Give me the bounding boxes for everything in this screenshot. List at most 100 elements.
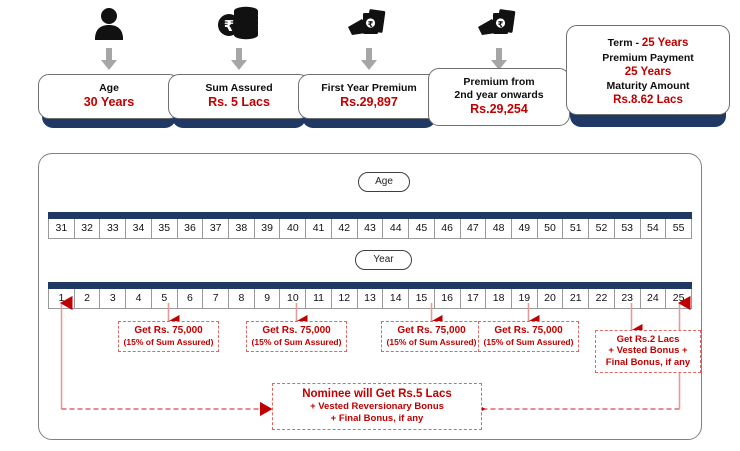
age-cell: 51 <box>563 219 590 238</box>
card-value: Rs. 5 Lacs <box>208 94 270 109</box>
year-cell: 4 <box>126 289 152 308</box>
summary-cards-row: Age 30 Years ₹ <box>0 0 740 145</box>
year-cell: 8 <box>229 289 255 308</box>
down-arrow-icon <box>168 46 310 72</box>
year-cell: 21 <box>563 289 590 308</box>
age-cell: 39 <box>255 219 281 238</box>
payout-callout-year-20: Get Rs. 75,000 (15% of Sum Assured) <box>478 321 579 353</box>
premium-payment-label: Premium Payment <box>602 52 694 64</box>
down-arrow-icon <box>38 46 180 72</box>
premium-payment-value: 25 Years <box>624 66 672 79</box>
age-axis-label: Age <box>358 172 410 192</box>
term-value: 25 Years <box>641 37 689 49</box>
down-arrow-icon <box>298 46 440 72</box>
year-cell: 6 <box>178 289 204 308</box>
age-strip-bar <box>48 212 692 219</box>
year-cell: 25 <box>672 292 685 304</box>
hand-cash-icon: ₹ <box>428 4 570 46</box>
age-cell: 37 <box>203 219 230 238</box>
age-cell: 49 <box>512 219 538 238</box>
age-cell: 45 <box>409 219 435 238</box>
age-cell: 34 <box>126 219 152 238</box>
payout-subtitle: (15% of Sum Assured) <box>251 337 342 347</box>
payout-callout-year-15: Get Rs. 75,000 (15% of Sum Assured) <box>381 321 482 353</box>
year-cell: 1 <box>49 289 75 308</box>
age-cell: 43 <box>358 219 384 238</box>
summary-card-term: Term - 25 Years Premium Payment 25 Years… <box>566 25 730 115</box>
age-cell: 35 <box>152 219 178 238</box>
maturity-label: Maturity Amount <box>606 79 690 92</box>
year-cell: 18 <box>486 289 512 308</box>
year-cell: 3 <box>100 289 127 308</box>
maturity-line-1: Get Rs.2 Lacs <box>616 334 680 345</box>
card-label: First Year Premium <box>321 82 417 94</box>
card-body-age: Age 30 Years <box>38 74 180 120</box>
death-benefit-callout: Nominee will Get Rs.5 Lacs + Vested Reve… <box>272 383 482 431</box>
age-cell: 40 <box>280 219 307 238</box>
svg-text:₹: ₹ <box>368 20 374 29</box>
card-label-line2: 2nd year onwards <box>454 88 544 101</box>
year-cell: 15 <box>409 289 435 308</box>
age-cell: 32 <box>75 219 101 238</box>
age-cell: 44 <box>383 219 410 238</box>
year-cell: 11 <box>306 289 332 308</box>
payout-title: Get Rs. 75,000 <box>397 325 466 336</box>
year-cell: 12 <box>332 289 358 308</box>
card-label-line1: Premium from <box>463 76 535 88</box>
year-cell: 20 <box>538 289 564 308</box>
hand-cash-icon: ₹ <box>298 4 440 46</box>
card-body-sum-assured: Sum Assured Rs. 5 Lacs <box>168 74 310 120</box>
maturity-line-3: Final Bonus, if any <box>605 356 691 368</box>
payout-subtitle: (15% of Sum Assured) <box>123 337 214 347</box>
age-cell: 47 <box>461 219 487 238</box>
rupee-coins-icon: ₹ <box>168 4 310 46</box>
card-body-first-year-premium: First Year Premium Rs.29,897 <box>298 74 440 120</box>
age-cell: 46 <box>435 219 461 238</box>
maturity-benefit-callout: Get Rs.2 Lacs + Vested Bonus + Final Bon… <box>595 330 701 374</box>
payout-subtitle: (15% of Sum Assured) <box>386 337 477 347</box>
maturity-value: Rs.8.62 Lacs <box>613 93 683 106</box>
age-cell: 48 <box>486 219 512 238</box>
person-icon <box>38 4 180 46</box>
card-label: Age <box>99 82 119 94</box>
year-cell: 5 <box>152 289 178 308</box>
year-axis-label: Year <box>355 250 412 270</box>
payout-title: Get Rs. 75,000 <box>494 325 563 336</box>
age-cell: 55 <box>672 222 685 234</box>
year-cell: 2 <box>75 289 101 308</box>
year-cell: 24 <box>641 289 667 308</box>
card-value: 30 Years <box>83 94 135 109</box>
svg-text:₹: ₹ <box>224 17 234 35</box>
payout-subtitle: (15% of Sum Assured) <box>483 337 574 347</box>
age-cell: 50 <box>538 219 564 238</box>
term-label: Term - <box>607 37 642 49</box>
age-cell: 53 <box>615 219 641 238</box>
payout-callout-year-10: Get Rs. 75,000 (15% of Sum Assured) <box>246 321 347 353</box>
age-cell: 42 <box>332 219 358 238</box>
year-cell: 23 <box>615 289 641 308</box>
payout-title: Get Rs. 75,000 <box>134 325 203 336</box>
year-cell: 7 <box>203 289 230 308</box>
death-benefit-line-2: + Vested Reversionary Bonus <box>310 401 444 413</box>
maturity-line-2: + Vested Bonus + <box>608 345 688 357</box>
card-value: Rs.29,254 <box>470 101 528 116</box>
age-cell: 54 <box>641 219 667 238</box>
age-cell: 31 <box>49 219 75 238</box>
age-cell: 41 <box>306 219 332 238</box>
down-arrow-icon <box>428 46 570 72</box>
age-cell: 33 <box>100 219 127 238</box>
year-cell: 16 <box>435 289 461 308</box>
year-cell: 17 <box>461 289 487 308</box>
year-cell: 13 <box>358 289 384 308</box>
card-body-renewal-premium: Premium from 2nd year onwards Rs.29,254 <box>428 68 570 126</box>
age-cell: 52 <box>589 219 615 238</box>
year-strip-bar <box>48 282 692 289</box>
year-cell: 22 <box>589 289 615 308</box>
death-benefit-line-3: + Final Bonus, if any <box>330 413 424 425</box>
year-cell: 10 <box>280 289 307 308</box>
